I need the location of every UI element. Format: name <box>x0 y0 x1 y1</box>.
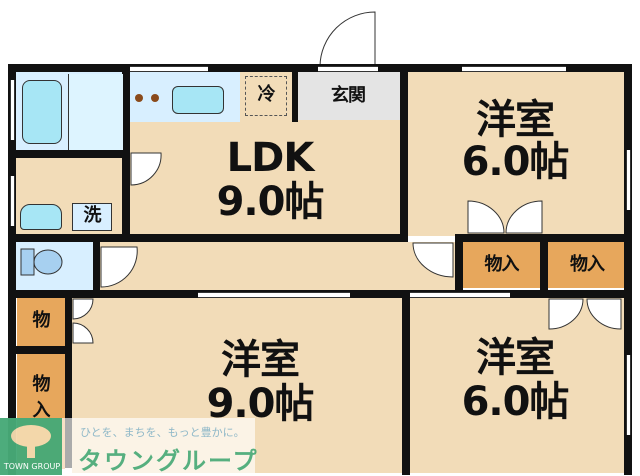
toilet <box>20 247 70 283</box>
door-swing <box>410 242 454 278</box>
window <box>410 292 510 298</box>
closet-door-swing <box>467 200 543 234</box>
closet-label: 物 <box>32 374 51 395</box>
company-logo <box>0 418 62 475</box>
closet-door-swing <box>72 298 94 344</box>
room-size: 6.0帖 <box>461 379 570 425</box>
brand-en: TOWN GROUP <box>3 462 61 471</box>
room-name: 洋室 <box>476 97 555 143</box>
western-room-se <box>410 298 628 473</box>
wall <box>65 298 72 468</box>
wall <box>455 234 463 290</box>
window <box>10 176 15 226</box>
closet-ne-2 <box>548 242 626 288</box>
wall <box>8 64 16 475</box>
bath-floor <box>68 74 123 150</box>
closet-door-swing <box>548 298 622 330</box>
entrance-label: 玄関 <box>331 85 366 106</box>
washer-label: 洗 <box>83 205 102 226</box>
window <box>626 150 631 210</box>
tagline: ひとを、まちを、もっと豊かに。 <box>80 426 245 439</box>
company-name: タウングループ <box>78 447 259 475</box>
room-size: 9.0帖 <box>206 381 315 427</box>
entrance-door-swing <box>318 10 378 68</box>
tree-icon <box>11 425 51 458</box>
door-swing <box>130 152 162 186</box>
room-name: 洋室 <box>221 337 300 383</box>
wall <box>8 346 70 354</box>
hallway <box>100 242 455 290</box>
door-swing <box>100 246 138 288</box>
wall <box>8 150 128 158</box>
washer-space <box>72 203 112 231</box>
wall <box>402 290 410 475</box>
window <box>10 80 15 140</box>
stove-burner-icon <box>135 94 143 102</box>
closet-label: 物入 <box>570 254 605 275</box>
closet-label: 入 <box>32 400 51 421</box>
wall <box>8 234 408 242</box>
wall <box>540 234 548 290</box>
closet-label: 物 <box>32 310 51 331</box>
washbasin <box>20 204 62 230</box>
refrigerator-label: 冷 <box>257 84 276 105</box>
room-name: LDK <box>226 135 315 181</box>
wall <box>400 64 408 242</box>
stove-burner-icon <box>151 94 159 102</box>
room-size: 9.0帖 <box>216 179 325 225</box>
wall <box>624 64 632 475</box>
closet-label: 物入 <box>484 254 520 275</box>
closet-w-1 <box>17 298 65 346</box>
room-size: 6.0帖 <box>461 139 570 185</box>
bathtub <box>22 80 62 144</box>
sink <box>172 86 224 114</box>
closet-ne-1 <box>463 242 540 288</box>
window <box>318 66 378 72</box>
window <box>462 66 566 72</box>
window <box>130 66 208 72</box>
wall <box>93 242 100 290</box>
window <box>626 355 631 435</box>
refrigerator-space <box>245 76 287 116</box>
wall <box>292 64 298 122</box>
window <box>198 292 350 298</box>
room-name: 洋室 <box>476 335 555 381</box>
entrance-area <box>295 72 400 120</box>
